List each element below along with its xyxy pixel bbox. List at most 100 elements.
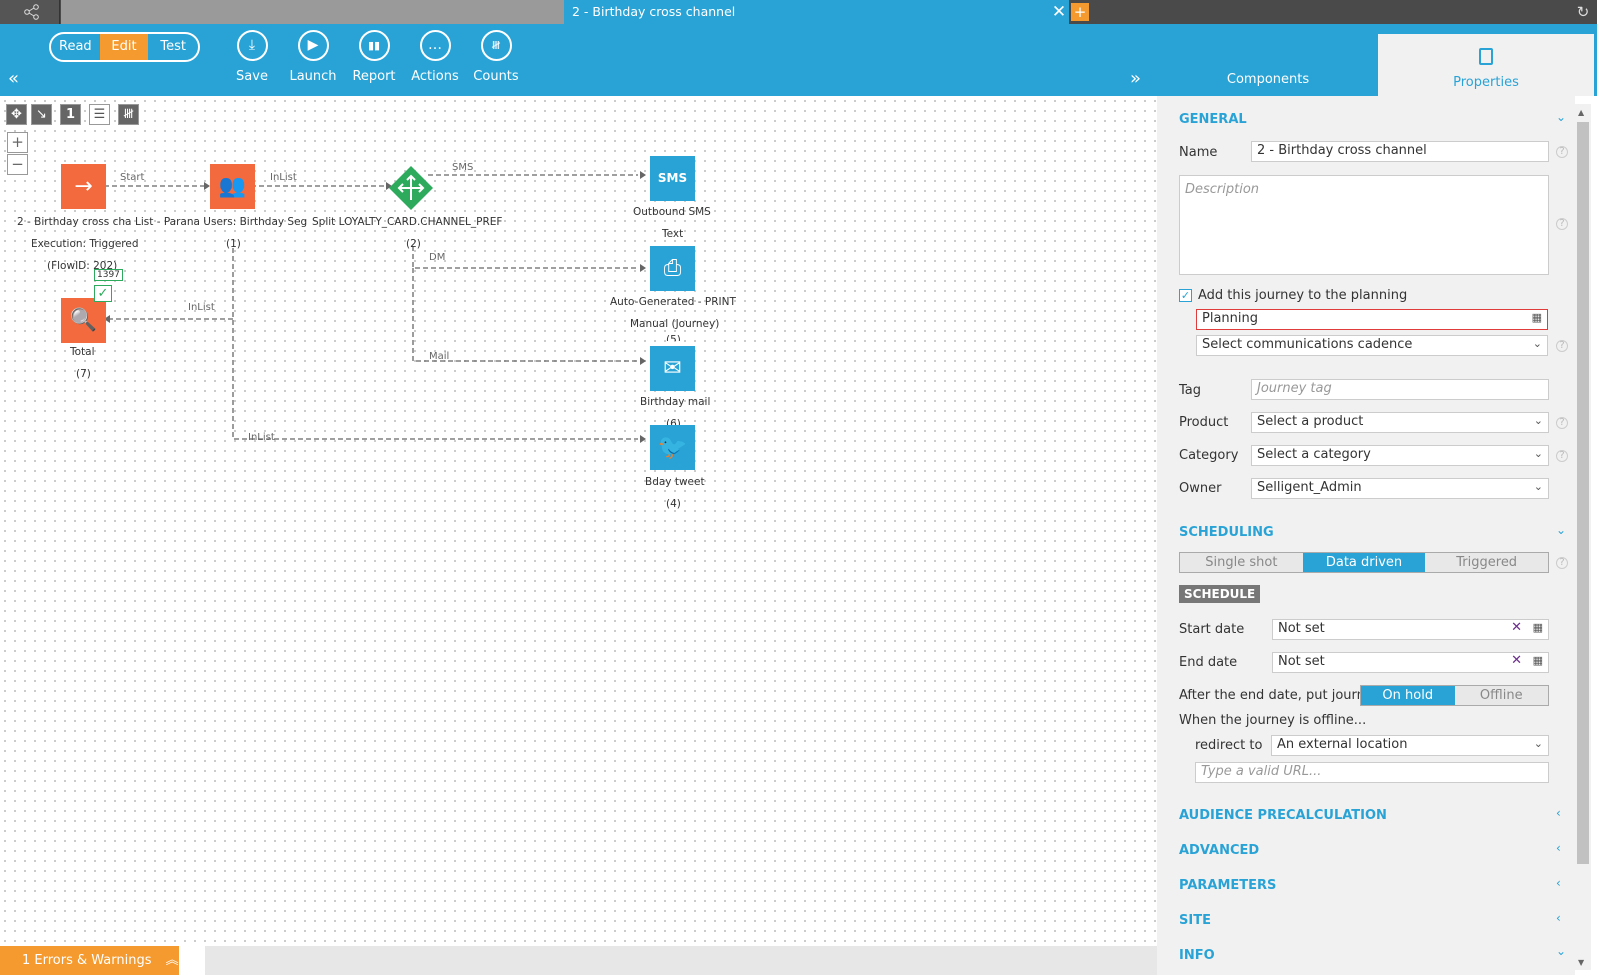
offline-option[interactable]: Offline xyxy=(1479,688,1523,703)
split-node[interactable] xyxy=(389,166,433,210)
calendar-icon[interactable]: ▦ xyxy=(1532,621,1543,634)
list-view-icon[interactable]: ☰ xyxy=(89,104,110,125)
start-node-execution: Execution: Triggered xyxy=(31,238,139,250)
section-site[interactable]: SITE xyxy=(1179,913,1211,928)
redirect-select[interactable]: An external location ⌄ xyxy=(1271,735,1549,756)
start-date-input[interactable]: Not set ✕ ▦ xyxy=(1272,619,1549,640)
section-advanced[interactable]: ADVANCED xyxy=(1179,843,1260,858)
planning-checkbox[interactable]: ✓ xyxy=(1179,289,1192,302)
counts-tool-icon[interactable]: 𝍸 xyxy=(118,104,139,125)
section-audience-precalculation[interactable]: AUDIENCE PRECALCULATION xyxy=(1179,808,1387,823)
chevron-left-icon[interactable]: ‹ xyxy=(1556,911,1561,925)
save-button[interactable]: ⤓ Save xyxy=(217,30,287,92)
chevron-down-icon[interactable]: ⌄ xyxy=(1556,523,1567,537)
clear-x-icon[interactable]: ✕ xyxy=(1511,620,1522,635)
cadence-select[interactable]: Select communications cadence ⌄ xyxy=(1196,335,1548,356)
chevron-left-icon[interactable]: ‹ xyxy=(1556,841,1561,855)
mode-toggle[interactable]: Read Edit Test xyxy=(49,32,200,62)
pan-tool-icon[interactable]: ✥ xyxy=(6,104,27,125)
zoom-in-button[interactable]: + xyxy=(7,132,28,153)
description-textarea[interactable]: Description xyxy=(1179,175,1549,275)
calendar-icon[interactable]: ▦ xyxy=(1531,311,1542,324)
mode-edit-button[interactable]: Edit xyxy=(99,34,149,60)
actions-button[interactable]: … Actions xyxy=(400,30,470,92)
close-icon[interactable]: ✕ xyxy=(1051,2,1067,22)
page-one-button[interactable]: 1 xyxy=(60,104,81,125)
list-node-count: (1) xyxy=(226,238,241,250)
after-end-label: After the end date, put journey xyxy=(1179,688,1381,703)
journey-map-tab[interactable] xyxy=(0,0,60,24)
launch-button[interactable]: ▶ Launch xyxy=(278,30,348,92)
url-input[interactable]: Type a valid URL... xyxy=(1195,762,1549,783)
inactive-tab[interactable] xyxy=(61,0,564,24)
journey-canvas[interactable] xyxy=(0,96,1157,946)
start-node-label: 2 - Birthday cross cha xyxy=(17,216,132,228)
list-node[interactable]: 👥 xyxy=(210,164,255,209)
cadence-value: Select communications cadence xyxy=(1202,337,1413,352)
sms-node[interactable]: SMS xyxy=(650,156,695,201)
play-icon: ▶ xyxy=(297,30,329,61)
scroll-up-icon[interactable]: ▲ xyxy=(1578,108,1585,117)
single-shot-option[interactable]: Single shot xyxy=(1205,555,1278,570)
tweet-node[interactable]: 🐦 xyxy=(650,425,695,470)
end-date-input[interactable]: Not set ✕ ▦ xyxy=(1272,652,1549,673)
tab-components[interactable]: Components xyxy=(1226,72,1310,87)
print-node[interactable]: ⎙ xyxy=(650,246,695,291)
tab-active[interactable]: 2 - Birthday cross channel xyxy=(564,0,1069,24)
mode-test-button[interactable]: Test xyxy=(160,39,186,54)
sms-node-sub: Text xyxy=(662,228,684,240)
tag-input[interactable]: Journey tag xyxy=(1251,379,1549,400)
calendar-icon[interactable]: ▦ xyxy=(1532,654,1543,667)
help-icon[interactable]: ? xyxy=(1556,340,1568,352)
name-input[interactable]: 2 - Birthday cross channel xyxy=(1251,141,1549,162)
counts-button[interactable]: 𝍸 Counts xyxy=(461,30,531,92)
refresh-icon[interactable]: ↻ xyxy=(1576,3,1590,21)
mail-node[interactable]: ✉ xyxy=(650,346,695,391)
section-general[interactable]: GENERAL xyxy=(1179,112,1247,127)
planning-input[interactable]: Planning ▦ xyxy=(1196,309,1548,330)
bar-chart-icon: ▮▮ xyxy=(358,30,390,61)
owner-select[interactable]: Selligent_Admin ⌄ xyxy=(1251,478,1549,499)
report-button[interactable]: ▮▮ Report xyxy=(339,30,409,92)
product-select[interactable]: Select a product ⌄ xyxy=(1251,412,1549,433)
mail-node-label: Birthday mail xyxy=(640,396,711,408)
help-icon[interactable]: ? xyxy=(1556,417,1568,429)
help-icon[interactable]: ? xyxy=(1556,146,1568,158)
chevron-left-icon[interactable]: ‹ xyxy=(1556,876,1561,890)
section-info[interactable]: INFO xyxy=(1179,948,1215,963)
chevron-left-icon[interactable]: ‹ xyxy=(1556,806,1561,820)
arrow-right-icon: → xyxy=(74,174,93,199)
errors-warnings-button[interactable]: 1 Errors & Warnings ︽ xyxy=(0,946,179,975)
collapse-left-icon[interactable]: « xyxy=(8,68,20,89)
document-icon xyxy=(1479,48,1493,65)
total-node[interactable]: 🔍 xyxy=(61,298,106,343)
zoom-out-button[interactable]: − xyxy=(7,154,28,175)
on-hold-option[interactable]: On hold xyxy=(1361,686,1455,705)
link-label-dm: DM xyxy=(429,252,446,263)
triggered-option[interactable]: Triggered xyxy=(1456,555,1518,570)
scroll-down-icon[interactable]: ▼ xyxy=(1578,958,1585,967)
chevron-down-icon[interactable]: ⌄ xyxy=(1556,110,1567,124)
scrollbar-thumb[interactable] xyxy=(1577,122,1589,864)
sms-node-label: Outbound SMS xyxy=(633,206,711,218)
scheduling-mode-toggle[interactable]: Single shot Data driven Triggered xyxy=(1179,552,1549,573)
data-driven-option[interactable]: Data driven xyxy=(1302,553,1426,572)
tab-properties[interactable]: Properties xyxy=(1378,34,1594,96)
add-tab-button[interactable]: + xyxy=(1071,3,1089,21)
after-end-toggle[interactable]: On hold Offline xyxy=(1360,685,1549,706)
redirect-value: An external location xyxy=(1277,737,1408,752)
help-icon[interactable]: ? xyxy=(1556,218,1568,230)
help-icon[interactable]: ? xyxy=(1556,450,1568,462)
start-node[interactable]: → xyxy=(61,164,106,209)
help-icon[interactable]: ? xyxy=(1556,557,1568,569)
chevron-down-icon[interactable]: ⌄ xyxy=(1556,944,1567,958)
split-node-count: (2) xyxy=(406,238,421,250)
clear-x-icon[interactable]: ✕ xyxy=(1511,653,1522,668)
link-label-mail: Mail xyxy=(429,351,450,362)
expand-right-icon[interactable]: » xyxy=(1130,68,1142,89)
select-arrow-icon[interactable]: ↘ xyxy=(31,104,52,125)
category-select[interactable]: Select a category ⌄ xyxy=(1251,445,1549,466)
section-parameters[interactable]: PARAMETERS xyxy=(1179,878,1277,893)
mode-read-button[interactable]: Read xyxy=(59,39,92,54)
section-scheduling[interactable]: SCHEDULING xyxy=(1179,525,1274,540)
